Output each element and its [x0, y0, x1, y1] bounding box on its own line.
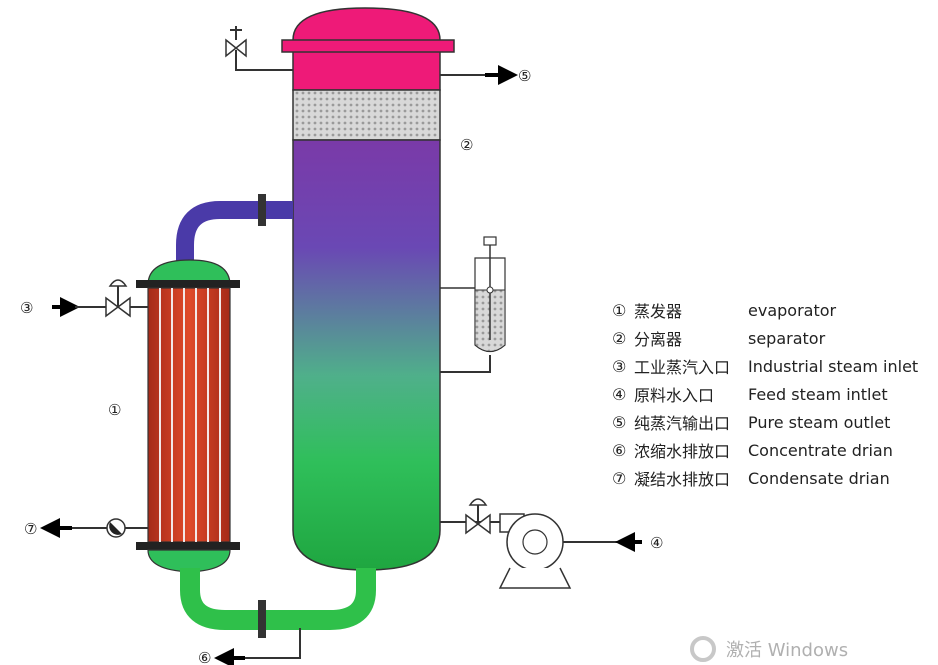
label-feed-number: ④	[650, 534, 663, 552]
legend-chinese-label: 浓缩水排放口	[634, 442, 731, 461]
steam-inlet	[52, 279, 148, 318]
legend-number: ②	[612, 328, 627, 348]
concentrate-return-pipe	[180, 568, 376, 630]
legend-row: ⑦ 凝结水排放口 Condensate drian	[612, 464, 918, 492]
legend-number: ③	[612, 356, 627, 376]
separator-vessel	[281, 7, 455, 571]
return-pipe-flange	[258, 600, 266, 638]
legend-number: ⑦	[612, 468, 627, 488]
legend-english-label: Concentrate drian	[748, 440, 893, 460]
legend: ① 蒸发器 evaporator ② 分离器 separator ③ 工业蒸汽入…	[612, 296, 918, 492]
vent-valve	[225, 26, 293, 71]
legend-chinese-label: 蒸发器	[634, 302, 683, 321]
legend-chinese-label: 凝结水排放口	[634, 470, 731, 489]
legend-english-label: Industrial steam inlet	[748, 356, 919, 376]
label-condensate-number: ⑦	[24, 520, 37, 538]
label-evaporator-number: ①	[108, 401, 121, 419]
legend-english-label: Pure steam outlet	[748, 412, 891, 432]
label-concentrate-number: ⑥	[198, 649, 211, 665]
label-outlet-number: ⑤	[518, 67, 531, 85]
vapor-pipe-flange	[258, 194, 266, 226]
vapor-pipe	[176, 201, 293, 268]
windows-activation-icon	[690, 636, 716, 662]
evaporator	[136, 259, 240, 573]
level-gauge	[440, 236, 506, 373]
legend-row: ⑥ 浓缩水排放口 Concentrate drian	[612, 436, 918, 464]
concentrate-drain-pipe	[214, 628, 301, 665]
legend-chinese-label: 分离器	[634, 330, 683, 349]
legend-number: ⑥	[612, 440, 627, 460]
legend-english-label: separator	[748, 328, 826, 348]
label-steam-inlet-number: ③	[20, 299, 33, 317]
legend-chinese-label: 纯蒸汽输出口	[634, 414, 731, 433]
legend-chinese-label: 原料水入口	[634, 386, 715, 405]
legend-row: ④ 原料水入口 Feed steam intlet	[612, 380, 918, 408]
legend-row: ② 分离器 separator	[612, 324, 918, 352]
legend-number: ①	[612, 300, 627, 320]
legend-number: ⑤	[612, 412, 627, 432]
activation-watermark: 激活 Windows	[690, 636, 848, 662]
legend-row: ③ 工业蒸汽入口 Industrial steam inlet	[612, 352, 918, 380]
label-separator-number: ②	[460, 136, 473, 154]
condensate-drain	[40, 518, 148, 538]
legend-english-label: evaporator	[748, 300, 837, 320]
legend-row: ⑤ 纯蒸汽输出口 Pure steam outlet	[612, 408, 918, 436]
legend-chinese-label: 工业蒸汽入口	[634, 358, 731, 377]
watermark-text: 激活 Windows	[726, 640, 849, 661]
legend-number: ④	[612, 384, 627, 404]
feed-pump	[440, 498, 642, 589]
legend-row: ① 蒸发器 evaporator	[612, 296, 918, 324]
legend-english-label: Feed steam intlet	[748, 384, 888, 404]
legend-english-label: Condensate drian	[748, 468, 890, 488]
